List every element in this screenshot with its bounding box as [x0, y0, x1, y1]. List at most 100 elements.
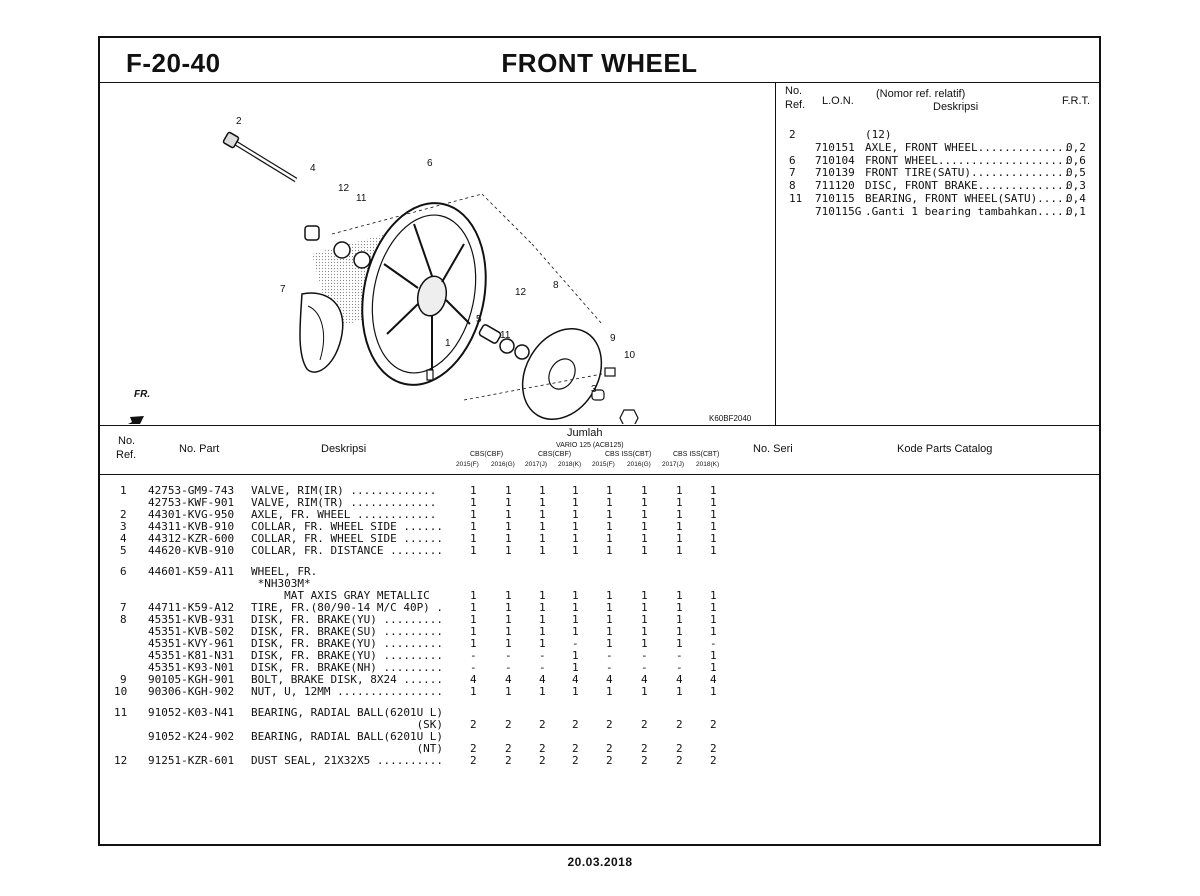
- diagram-callout: 8: [553, 280, 559, 291]
- parts-head-no-seri: No. Seri: [753, 443, 793, 455]
- parts-row-part-number: 90306-KGH-902: [148, 685, 235, 698]
- parts-row-qty: 1: [641, 520, 648, 533]
- parts-row-qty: 1: [470, 685, 477, 698]
- dust-seal-part: [333, 241, 351, 259]
- frt-head-desc: Deskripsi: [933, 101, 979, 113]
- parts-row-qty: 1: [572, 685, 579, 698]
- parts-row-qty: 1: [505, 532, 512, 545]
- parts-row-desc: VALVE, RIM(IR) .............: [251, 484, 437, 497]
- parts-row-qty: 1: [505, 685, 512, 698]
- frt-row-desc: FRONT TIRE(SATU)...............: [865, 166, 1071, 180]
- parts-row-qty: 1: [676, 589, 683, 602]
- parts-row-qty: 1: [676, 625, 683, 638]
- parts-row-qty: 1: [676, 484, 683, 497]
- parts-row-part-number: 45351-K81-N31: [148, 649, 235, 662]
- parts-row-qty: 2: [606, 742, 613, 755]
- parts-row-qty: 1: [572, 532, 579, 545]
- parts-row-desc: DISK, FR. BRAKE(YU) .........: [251, 637, 444, 650]
- parts-row-qty: -: [676, 649, 683, 662]
- diagram-callout: 12: [338, 183, 350, 194]
- parts-row-qty: 1: [676, 637, 683, 650]
- parts-row-qty: 1: [710, 589, 717, 602]
- parts-row-qty: 2: [572, 742, 579, 755]
- frt-head-frt: F.R.T.: [1062, 95, 1091, 107]
- parts-row-ref: 7: [120, 601, 127, 614]
- frt-row-value: 0,3: [1066, 179, 1086, 193]
- parts-row-qty: 1: [710, 649, 717, 662]
- parts-row-qty: 2: [539, 742, 546, 755]
- parts-row-qty: 2: [641, 754, 648, 767]
- parts-row-qty: 1: [641, 625, 648, 638]
- page-title: FRONT WHEEL: [501, 48, 698, 78]
- parts-head-jumlah: Jumlah: [567, 427, 603, 439]
- parts-row-part-number: 44711-K59-A12: [148, 601, 235, 614]
- dust-seal-part-2: [499, 338, 515, 354]
- parts-row-qty: 1: [572, 613, 579, 626]
- parts-row-qty: 1: [505, 544, 512, 557]
- diagram-callout: 1: [445, 338, 451, 349]
- parts-row-qty: 1: [539, 484, 546, 497]
- frt-row-value: 0,1: [1066, 204, 1086, 218]
- frt-head-ref: Ref.: [785, 99, 806, 111]
- frt-row-ref: 7: [789, 166, 796, 180]
- frt-row-lon: 710139: [815, 166, 855, 180]
- parts-row-ref: 8: [120, 613, 127, 626]
- diagram-callout: 6: [427, 158, 433, 169]
- parts-row-qty: 1: [676, 613, 683, 626]
- parts-head-group: CBS(CBF): [470, 451, 504, 458]
- nut-part: [619, 409, 639, 424]
- parts-row-qty: 1: [676, 508, 683, 521]
- parts-row-part-number: 45351-KVB-S02: [148, 625, 235, 638]
- diagram-callout: 12: [515, 287, 527, 298]
- parts-head-no-part: No. Part: [179, 443, 220, 455]
- parts-row-part-number: 44312-KZR-600: [148, 532, 235, 545]
- parts-row-qty: 2: [505, 754, 512, 767]
- frt-row-ref: 8: [789, 179, 796, 193]
- diagram-callout: 9: [610, 333, 616, 344]
- parts-row-part-number: 44620-KVB-910: [148, 544, 235, 557]
- parts-row-qty: 1: [710, 520, 717, 533]
- valve-part: [426, 369, 434, 381]
- parts-row-qty: 1: [505, 613, 512, 626]
- parts-row-qty: 1: [470, 601, 477, 614]
- parts-row-qty: 1: [606, 685, 613, 698]
- parts-row-qty: 1: [539, 532, 546, 545]
- parts-row-qty: 1: [470, 508, 477, 521]
- parts-row-qty: 1: [572, 625, 579, 638]
- parts-row-qty: 1: [710, 601, 717, 614]
- tire-tread: [307, 305, 325, 361]
- parts-row-qty: -: [572, 637, 579, 650]
- parts-row-qty: 1: [606, 637, 613, 650]
- fr-label: FR.: [134, 389, 151, 400]
- frt-row-ref: 2: [789, 128, 796, 141]
- parts-row-qty: 2: [710, 754, 717, 767]
- parts-row-qty: 1: [676, 496, 683, 509]
- diagram-callout: 11: [500, 330, 511, 341]
- parts-row-qty: -: [606, 661, 613, 674]
- parts-row-qty: 1: [572, 508, 579, 521]
- footer-date: 20.03.2018: [567, 855, 633, 869]
- parts-row-desc: TIRE, FR.(80/90-14 M/C 40P) .: [251, 601, 444, 614]
- parts-row-ref: 12: [114, 754, 128, 767]
- parts-row-qty: 1: [606, 544, 613, 557]
- parts-row-qty: 1: [710, 496, 717, 509]
- parts-row-ref: 3: [120, 520, 127, 533]
- parts-row-qty: 1: [676, 601, 683, 614]
- parts-row-desc: DISK, FR. BRAKE(NH) .........: [251, 661, 444, 674]
- parts-row-qty: 4: [572, 673, 579, 686]
- frt-head-no: No.: [785, 85, 803, 97]
- parts-row-qty: 1: [539, 613, 546, 626]
- parts-row-ref: 4: [120, 532, 127, 545]
- parts-row-qty: -: [641, 661, 648, 674]
- parts-row-qty: 1: [539, 520, 546, 533]
- frt-row-lon: 710104: [815, 153, 855, 167]
- frt-row-lon: 710115G: [815, 204, 862, 218]
- diagram-divider: [775, 82, 776, 425]
- parts-row-qty: 1: [572, 520, 579, 533]
- parts-row-qty: -: [676, 661, 683, 674]
- parts-row-qty: 2: [539, 754, 546, 767]
- bearing-part: [353, 251, 371, 269]
- parts-row-qty: 2: [470, 718, 477, 731]
- parts-row-qty: 1: [505, 496, 512, 509]
- parts-head-ref: Ref.: [116, 449, 137, 461]
